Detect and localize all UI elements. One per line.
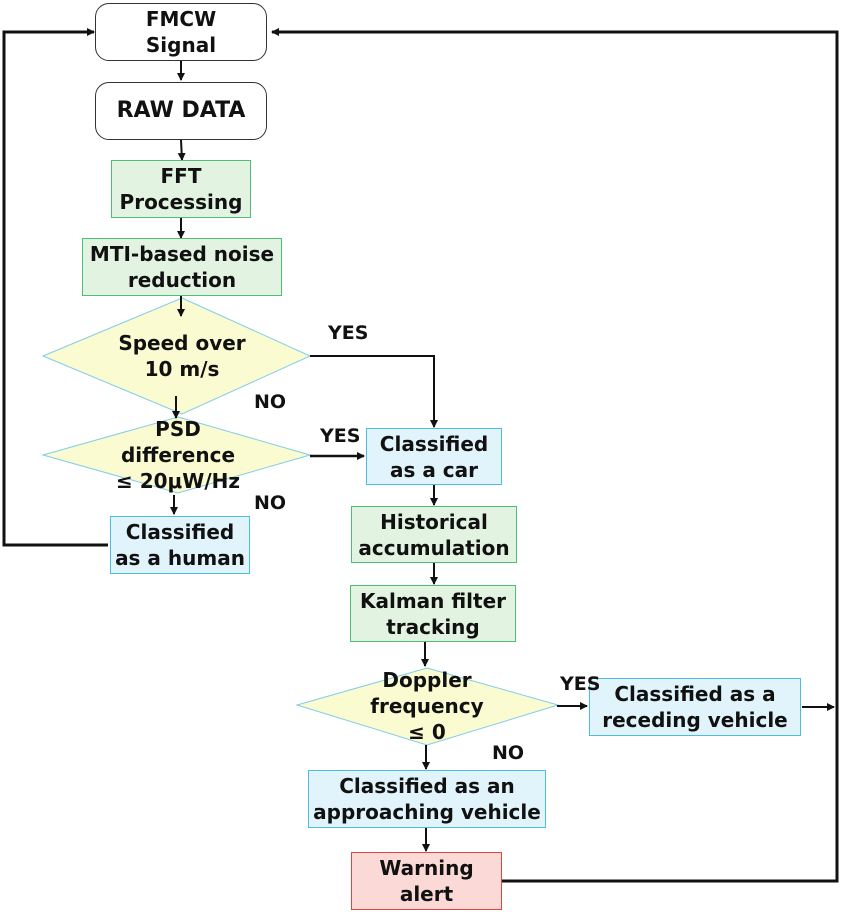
- classified-human-text: Classified as a human: [115, 520, 245, 570]
- arrow-warning-loop: [271, 28, 839, 883]
- doppler-yes-label: YES: [560, 673, 601, 695]
- raw-data-text: RAW DATA: [116, 98, 246, 123]
- doppler-no-label: NO: [492, 742, 525, 764]
- arrow-human-loop: [2, 28, 108, 547]
- classified-receding-text: Classified as a receding vehicle: [602, 682, 788, 732]
- fmcw-signal-node: FMCW Signal: [95, 3, 267, 61]
- kalman-filter-node: Kalman filter tracking: [350, 585, 516, 642]
- speed-yes-label: YES: [328, 322, 369, 344]
- classified-approaching-node: Classified as an approaching vehicle: [308, 770, 546, 828]
- warning-alert-node: Warning alert: [351, 852, 502, 910]
- speed-decision-diamond: [41, 297, 312, 415]
- raw-data-node: RAW DATA: [95, 82, 267, 140]
- fmcw-signal-text: FMCW Signal: [145, 7, 217, 57]
- psd-no-label: NO: [254, 492, 287, 514]
- historical-accumulation-text: Historical accumulation: [358, 509, 510, 560]
- arrow-speed-yes-to-car: [310, 355, 438, 428]
- psd-decision-diamond: [41, 416, 312, 494]
- fft-processing-node: FFT Processing: [111, 160, 251, 218]
- psd-decision-text: PSD difference ≤ 20μW/Hz: [115, 417, 240, 493]
- mti-noise-reduction-text: MTI-based noise reduction: [89, 242, 275, 292]
- classified-car-text: Classified as a car: [379, 431, 489, 482]
- fft-processing-text: FFT Processing: [119, 164, 243, 214]
- classified-car-node: Classified as a car: [366, 428, 502, 485]
- doppler-decision-text: Doppler frequency ≤ 0: [370, 668, 484, 744]
- classified-approaching-text: Classified as an approaching vehicle: [313, 774, 541, 824]
- kalman-filter-text: Kalman filter tracking: [359, 588, 507, 639]
- speed-decision-text: Speed over 10 m/s: [118, 331, 246, 381]
- historical-accumulation-node: Historical accumulation: [351, 506, 517, 563]
- speed-no-label: NO: [254, 391, 287, 413]
- classified-human-node: Classified as a human: [110, 516, 250, 574]
- arrow-raw-to-fft: [177, 139, 186, 161]
- mti-noise-reduction-node: MTI-based noise reduction: [82, 238, 282, 296]
- psd-yes-label: YES: [320, 425, 361, 447]
- classified-receding-node: Classified as a receding vehicle: [589, 678, 801, 736]
- warning-alert-text: Warning alert: [379, 856, 474, 906]
